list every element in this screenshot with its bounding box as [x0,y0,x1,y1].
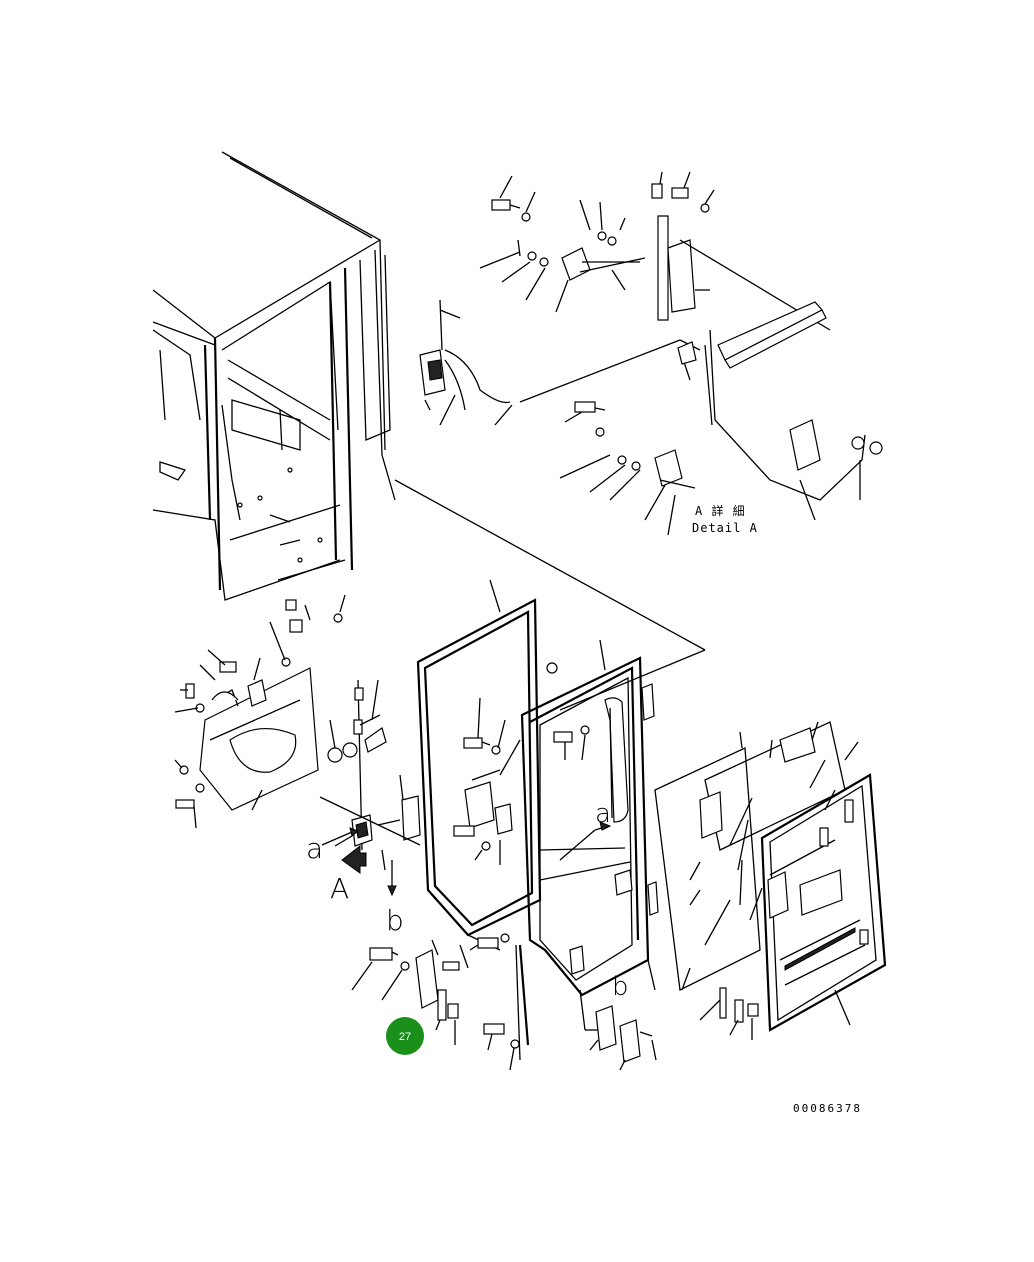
detail-a-assembly [419,171,883,536]
callout-number[interactable]: 27 [399,1031,411,1043]
hinge-bracket-assembly [174,594,421,897]
view-label-a-left: a [306,832,323,865]
cab-frame [152,151,396,601]
view-label-a-right: a [595,799,611,829]
view-label-arrow-a: A [330,872,349,905]
detail-title-en: Detail A [692,521,758,535]
door-glass-frame [416,579,558,951]
door-handle [589,1005,657,1071]
reference-lines [394,479,706,711]
door-panel [469,639,659,1061]
drawing-code: 00086378 [793,1102,862,1115]
callout-circle[interactable] [386,1017,424,1055]
view-label-b-right: b [612,972,629,1002]
callout-badge[interactable]: 27 [386,1017,424,1055]
view-label-b-left: b [386,904,404,937]
detail-title-jp: A 詳 細 [695,503,746,518]
bottom-bracket [351,939,520,1071]
window-panels [654,721,887,1040]
